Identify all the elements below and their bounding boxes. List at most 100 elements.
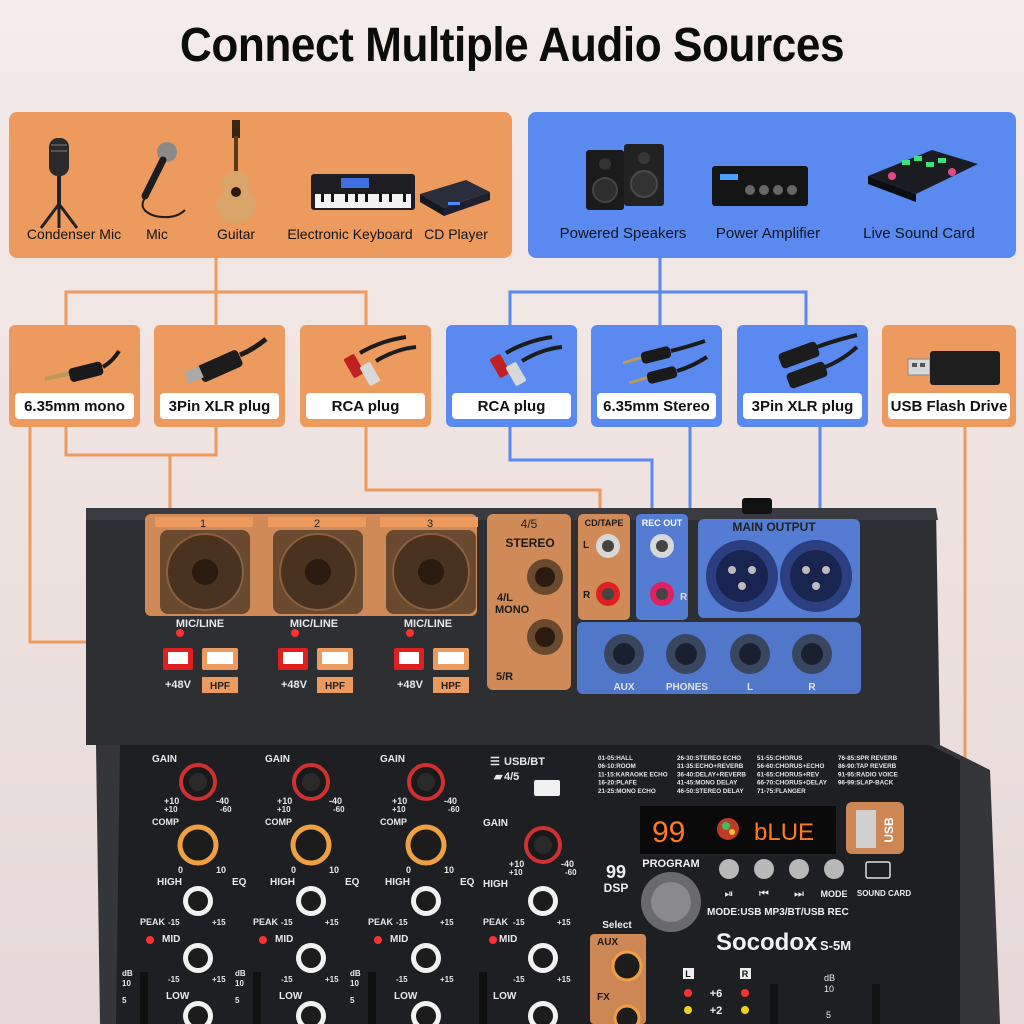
cd-tape-label: CD/TAPE [585,518,624,528]
aux-label: AUX [613,682,634,693]
fx-preset-item: 31-35:ECHO+REVERB [677,763,744,770]
comp-scale-label: 0 [406,865,411,875]
trs-outputs: AUX PHONES L R [577,622,861,694]
rca-rec-r[interactable] [650,582,674,606]
next-button[interactable] [789,859,809,879]
keyboard-icon [311,174,415,210]
gain-scale-label: +10 [277,805,291,814]
high-label: HIGH [157,877,182,888]
comp-knob[interactable] [290,824,332,866]
high-label: HIGH [385,877,410,888]
xlr-main-r[interactable] [780,540,852,612]
r-label: R [680,592,688,603]
jack-5r[interactable] [527,619,563,655]
channel-fader[interactable] [253,972,261,1024]
phantom-label: +48V [397,679,424,691]
cable-label: 6.35mm mono [15,393,134,419]
prev-button[interactable] [754,859,774,879]
eq-label: EQ [460,877,475,888]
rca-cd-l[interactable] [596,534,620,558]
rca-cable-icon [344,335,417,386]
fader-5-label: 5 [826,1010,831,1020]
comp-knob[interactable] [177,824,219,866]
aux-jack[interactable] [604,634,644,674]
channel-fader[interactable] [479,972,487,1024]
comp-scale-label: 10 [444,865,454,875]
mode-button[interactable] [824,859,844,879]
line-out-l-jack[interactable] [730,634,770,674]
xlr-cable-icon [778,333,859,389]
eq-scale-label: -15 [168,975,180,984]
ch45-label: 4/5 [504,771,519,783]
rec-out-label: REC OUT [642,518,683,528]
xlr-main-l[interactable] [706,540,778,612]
usb-port[interactable] [856,810,876,848]
usb-bt-switch[interactable] [534,780,560,796]
eq-scale-label: -15 [396,918,408,927]
aux-knob[interactable] [611,950,643,982]
phantom-label: +48V [165,679,192,691]
fx-knob[interactable] [613,1004,641,1024]
db-label: dB [122,969,133,978]
phantom-label: +48V [281,679,308,691]
program-label: PROGRAM [642,858,699,870]
output-devices-panel: Powered Speakers Power Amplifier Live So… [528,112,1016,258]
main-output-label: MAIN OUTPUT [732,520,816,534]
combo-inputs: 1 2 3 [145,514,478,616]
peak-label: PEAK [483,917,509,927]
fx-preset-item: 76-85:SPR REVERB [838,755,898,762]
gain-scale-label: -60 [565,868,577,877]
peak-led [259,936,267,944]
device-label: Electronic Keyboard [287,226,413,242]
hpf-label: HPF [325,681,345,692]
rca-rec-l[interactable] [650,534,674,558]
gain-scale-label: -60 [220,805,232,814]
high-label: HIGH [270,877,295,888]
condenser-mic-icon [39,138,79,229]
fader-scale-label: 5 [122,996,127,1005]
fader-scale-label: 5 [235,996,240,1005]
channel-switches: MIC/LINE MIC/LINE MIC/LINE +48V HPF HPF … [163,618,469,693]
comp-scale-label: 10 [329,865,339,875]
master-fader[interactable] [770,984,778,1024]
cable-card-xlr-out: 3Pin XLR plug [737,325,868,427]
line-out-r-jack[interactable] [792,634,832,674]
mono-jack-cable-icon [44,349,121,382]
l-label: L [583,540,589,551]
jack-4l[interactable] [527,559,563,595]
channel-fader[interactable] [368,972,376,1024]
play-pause-button[interactable] [719,859,739,879]
master-fader[interactable] [872,984,880,1024]
fader-scale-label: 10 [235,979,244,988]
cable-label: USB Flash Drive [888,393,1010,419]
device-label: Condenser Mic [26,226,122,242]
comp-knob[interactable] [405,824,447,866]
mid-label: MID [499,934,517,945]
aux-fx-section: AUX FX [590,934,646,1024]
fx-preset-item: 61-65:CHORUS+REV [757,771,820,778]
fx-preset-item: 06-10:ROOM [598,763,636,770]
rca-cd-r[interactable] [596,582,620,606]
combo-jack-3[interactable] [386,530,476,614]
device-label: CD Player [424,226,488,242]
comp-scale-label: 0 [178,865,183,875]
combo-jack-1[interactable] [160,530,250,614]
eq-scale-label: -15 [396,975,408,984]
eq-scale-label: +15 [212,975,226,984]
fader-scale-label: 10 [350,979,359,988]
combo-jack-2[interactable] [273,530,363,614]
cd-tape-inputs: CD/TAPE L R [578,514,630,620]
fx-preset-item: 96-99:SLAP-BACK [838,780,894,787]
r-input-label: 5/R [496,671,513,683]
eq-scale-label: +15 [325,918,339,927]
gain-scale-label: +10 [392,796,407,806]
channel-fader[interactable] [140,972,148,1024]
peak-led [374,936,382,944]
phones-jack[interactable] [666,634,706,674]
gain-scale-label: -40 [216,796,229,806]
output-connector-lines [508,258,822,622]
mid-label: MID [390,934,408,945]
eq-scale-label: +15 [325,975,339,984]
